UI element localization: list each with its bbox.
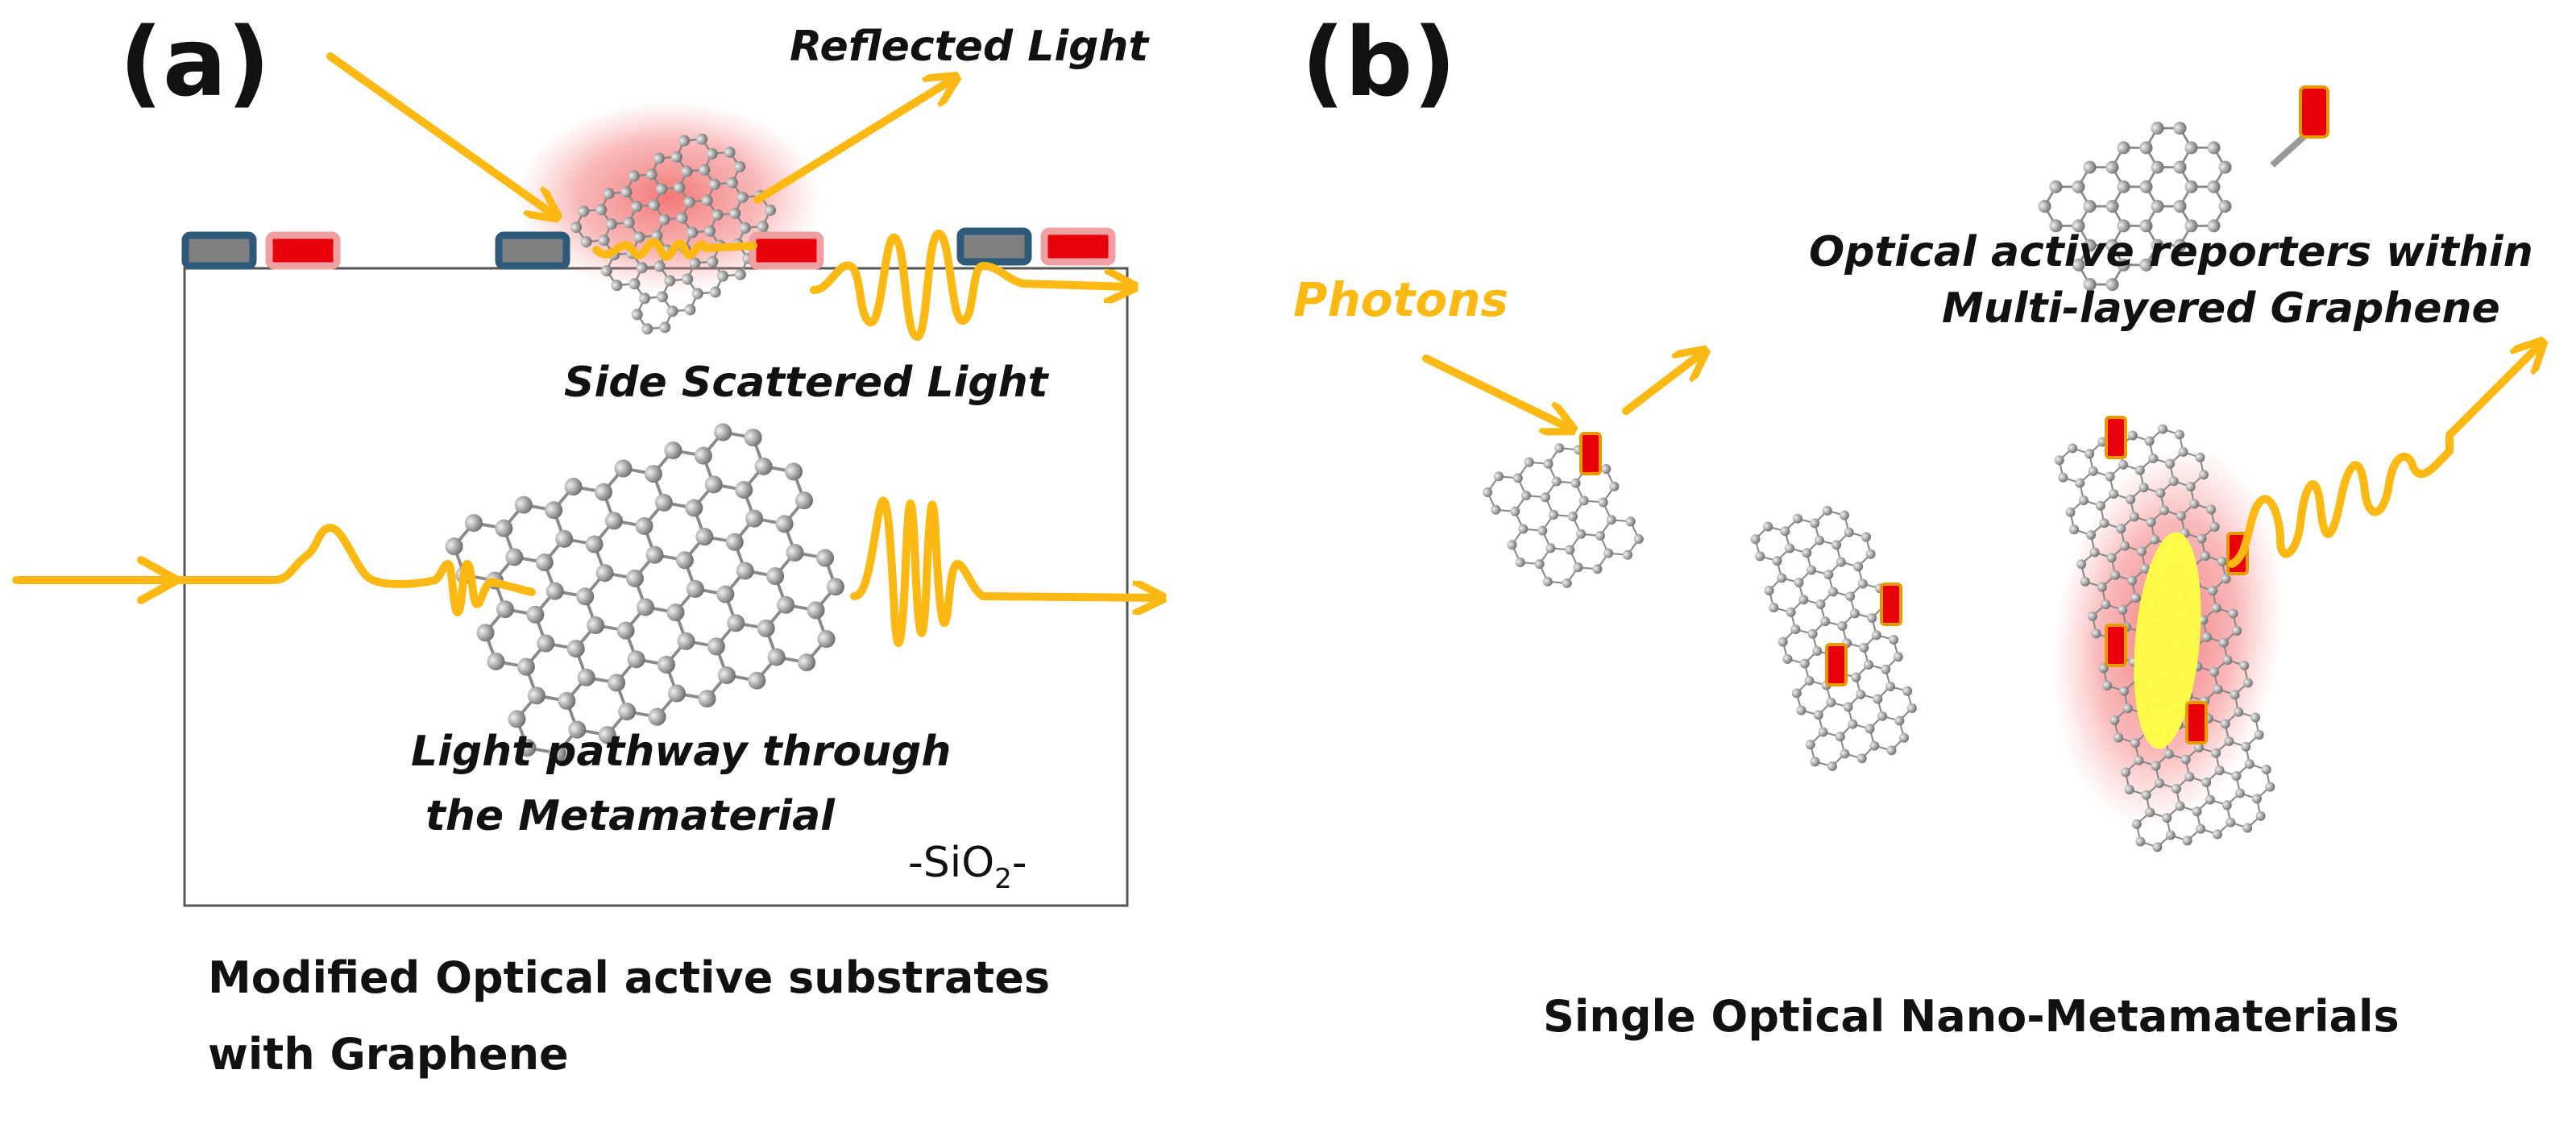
reporters-text-line1: Optical active reporters within [1809, 228, 2533, 276]
reporters-text-line2: Multi-layered Graphene [1942, 284, 2500, 333]
emitted-light-wave [2228, 346, 2538, 568]
side-scattered-light-text: Side Scattered Light [564, 359, 1050, 407]
reporter-small [1579, 432, 1602, 475]
substrate-label-suffix: - [1012, 839, 1027, 887]
surface-electrodes [181, 227, 1116, 270]
reporter-medium-1 [1880, 583, 1902, 626]
reporter-floating [2299, 85, 2329, 139]
reflected-light-arrow [753, 81, 951, 204]
molecule-atoms [445, 423, 844, 762]
graphene-molecule-center [445, 423, 844, 762]
molecule-atoms [2038, 122, 2232, 292]
reporter-multi-1 [2105, 416, 2127, 459]
substrate-label: -SiO2- [908, 839, 1027, 895]
caption-b: Single Optical Nano-Metamaterials [1543, 991, 2400, 1042]
photons-reflected-arrow [1622, 355, 1700, 415]
electrode-blue-1 [181, 231, 257, 270]
electrode-red-3 [1040, 227, 1116, 266]
side-scattered-wave [810, 230, 1128, 342]
substrate-label-prefix: -SiO [908, 839, 994, 887]
outgoing-light-wave [850, 496, 1156, 647]
multilayer-core [2134, 532, 2201, 749]
photons-text: Photons [1293, 272, 1508, 327]
graphene-molecule-small [1483, 443, 1644, 588]
molecule-atoms [1750, 505, 1917, 772]
molecule-bonds [1487, 447, 1640, 584]
electrode-blue-2 [495, 231, 570, 270]
light-pathway-wave [173, 524, 536, 616]
panel-b-label: (b) [1301, 6, 1456, 118]
caption-a-line1: Modified Optical active substrates [208, 952, 1050, 1003]
panel-a-label: (a) [119, 6, 271, 118]
electrode-red-1 [265, 231, 341, 270]
molecule-atoms [1483, 443, 1644, 588]
graphene-molecule-medium [1750, 505, 1917, 772]
incident-light-arrow [326, 52, 552, 214]
reporter-medium-2 [1825, 643, 1848, 686]
caption-a-line2: with Graphene [208, 1029, 569, 1080]
photons-incident-arrow [1422, 355, 1567, 427]
reflected-light-text: Reflected Light [790, 23, 1150, 71]
pathway-text-line1: Light pathway through [411, 728, 951, 776]
electrode-red-2 [749, 231, 824, 270]
substrate-label-sub: 2 [994, 863, 1012, 895]
reporter-multi-4 [2185, 701, 2208, 744]
electrode-blue-3 [956, 227, 1032, 266]
graphene-molecule-floating [2038, 122, 2232, 292]
pathway-text-line2: the Metamaterial [425, 792, 836, 840]
reporter-multi-3 [2105, 624, 2127, 667]
surface-wave [592, 238, 757, 261]
